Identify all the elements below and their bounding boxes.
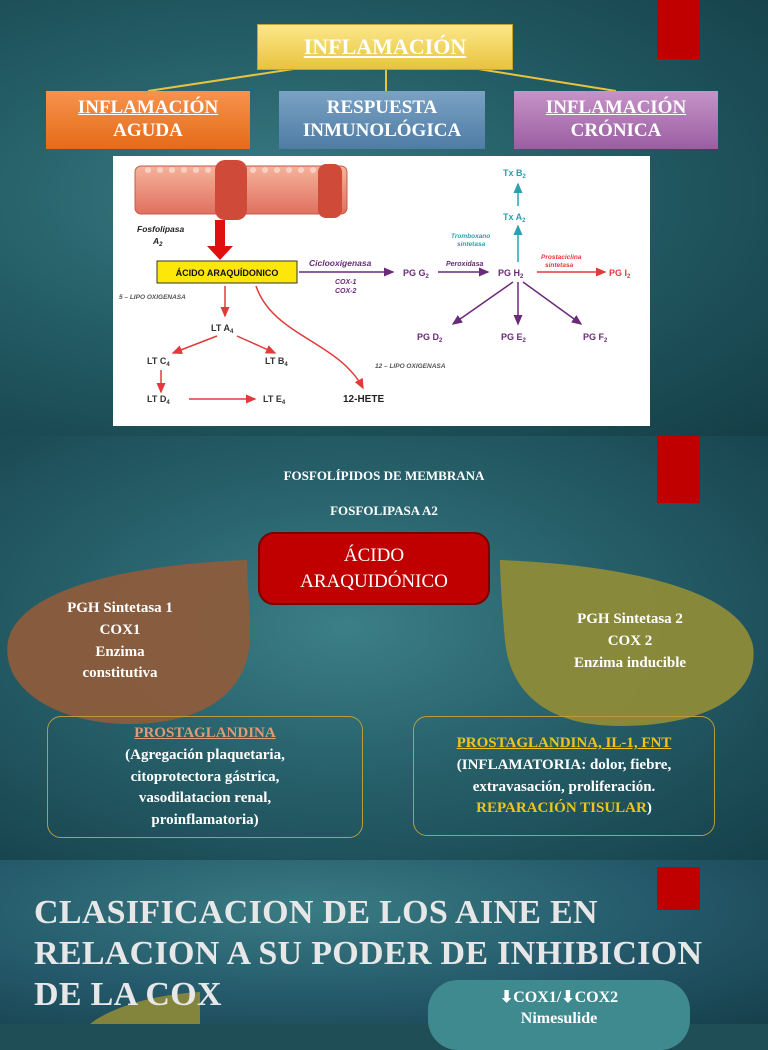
label-lta4: LT A4 <box>211 323 234 335</box>
label-tromboxano: Tromboxano <box>451 233 490 240</box>
label-pgg2: PG G2 <box>403 268 430 280</box>
cascade-diagram: Fosfolipasa A2 ÁCIDO ARAQUÍDONICO Cicloo… <box>113 156 650 426</box>
acido-box <box>156 260 298 284</box>
left-leaf-text: PGH Sintetasa 1 COX1 Enzima constitutiva <box>30 598 210 685</box>
label-txa2: Tx A2 <box>503 212 526 224</box>
cox-pill-line1: ⬇COX1/⬇COX2 <box>428 988 690 1009</box>
left-leaf <box>7 560 250 724</box>
right-prostaglandina-box: PROSTAGLANDINA, IL-1, FNT (INFLAMATORIA:… <box>413 716 715 836</box>
box-inflamacion-cronica: INFLAMACIÓN CRÓNICA <box>514 91 718 149</box>
box-line: INMUNOLÓGICA <box>302 120 462 141</box>
label-fosfolipasa: Fosfolipasa <box>137 224 185 234</box>
slide-acido-araquidonico: FOSFOLÍPIDOS DE MEMBRANA FOSFOLIPASA A2 … <box>0 436 768 860</box>
title-line: DE LA COX <box>34 975 222 1013</box>
leaf-shapes <box>7 560 754 726</box>
box-line: RESPUESTA <box>326 97 438 119</box>
label-pgi2: PG I2 <box>609 268 631 280</box>
leaf-line: Enzima <box>95 643 145 660</box>
label-pgh2: PG H2 <box>498 268 524 280</box>
right-box-heading: PROSTAGLANDINA, IL-1, FNT <box>456 735 672 751</box>
left-box-line: proinflamatoria) <box>151 812 259 828</box>
title-line: RELACION A SU PODER DE INHIBICION <box>34 934 703 972</box>
red-accent-tab <box>657 436 700 503</box>
label-acido: ÁCIDO ARAQUÍDONICO <box>176 268 279 278</box>
right-leaf-text: PGH Sintetasa 2 COX 2 Enzima inducible <box>545 609 715 674</box>
label-tromboxano-sintetasa: sintetasa <box>457 241 486 248</box>
red-accent-tab <box>657 867 700 910</box>
down-arrow-icon: ⬇ <box>561 989 575 1006</box>
closing-paren: ) <box>646 800 652 817</box>
label-pgf2: PG F2 <box>583 332 608 344</box>
fosfolipidos-label: FOSFOLÍPIDOS DE MEMBRANA <box>283 468 485 483</box>
label-peroxidasa: Peroxidasa <box>446 261 483 268</box>
inflamacion-title: INFLAMACIÓN <box>257 24 513 70</box>
left-prostaglandina-box: PROSTAGLANDINA (Agregación plaquetaria, … <box>47 716 363 838</box>
cox1-text: COX1/ <box>513 989 562 1006</box>
label-prostaciclina: Prostaciclina <box>541 254 582 261</box>
red-accent-tab <box>657 0 700 59</box>
label-12-hete: 12-HETE <box>343 394 384 405</box>
down-arrow-shaft <box>215 220 225 248</box>
left-box-heading: PROSTAGLANDINA <box>134 725 276 741</box>
cox2-text: COX2 <box>574 989 619 1006</box>
org-connectors <box>147 67 617 92</box>
cox-inhibition-pill: ⬇COX1/⬇COX2 Nimesulide <box>428 980 690 1050</box>
right-leaf <box>500 560 754 726</box>
right-box-line: (INFLAMATORIA: dolor, fiebre, <box>456 756 672 773</box>
cascade-svg: Fosfolipasa A2 ÁCIDO ARAQUÍDONICO Cicloo… <box>119 160 631 406</box>
slide3-decor <box>90 992 200 1024</box>
label-fosfolipasa-a: A2 <box>152 236 163 248</box>
label-ltc4: LT C4 <box>147 356 170 368</box>
label-pgd2: PG D2 <box>417 332 443 344</box>
slide-inflamacion: INFLAMACIÓN INFLAMACIÓN AGUDA RESPUESTA … <box>0 0 768 436</box>
left-box-line: (Agregación plaquetaria, <box>125 746 285 763</box>
acido-line: ÁCIDO <box>343 544 405 566</box>
leaf-line: Enzima inducible <box>573 654 687 671</box>
reparacion-tisular: REPARACIÓN TISULAR <box>476 800 647 817</box>
right-box-last: REPARACIÓN TISULAR) <box>414 798 714 820</box>
label-ciclooxigenasa: Ciclooxigenasa <box>309 258 372 268</box>
box-line: CRÓNICA <box>570 120 662 141</box>
left-box-line: vasodilatacion renal, <box>138 790 272 807</box>
leaf-line: COX1 <box>99 621 141 638</box>
label-lte4: LT E4 <box>263 394 286 406</box>
label-cox1: COX-1 <box>335 279 357 286</box>
membrane-illustration <box>134 160 348 220</box>
leaf-line: constitutiva <box>82 665 158 682</box>
box-inflamacion-aguda: INFLAMACIÓN AGUDA <box>46 91 250 149</box>
label-prostaciclina-sintetasa: sintetasa <box>545 262 574 269</box>
acido-araquidonico-box: ÁCIDO ARAQUIDÓNICO <box>258 532 490 605</box>
down-arrow-icon: ⬇ <box>499 989 514 1006</box>
label-txb2: Tx B2 <box>503 168 527 180</box>
box-respuesta-inmunologica: RESPUESTA INMUNOLÓGICA <box>279 91 485 149</box>
leaf-line: PGH Sintetasa 1 <box>67 600 173 616</box>
left-box-line: citoprotectora gástrica, <box>130 768 280 785</box>
box-line: INFLAMACIÓN <box>545 97 687 119</box>
nimesulide-text: Nimesulide <box>520 1009 598 1027</box>
leaf-line: PGH Sintetasa 2 <box>577 611 683 627</box>
clasificacion-title: CLASIFICACION DE LOS AINE EN RELACION A … <box>34 893 714 1015</box>
leaf-line: COX 2 <box>607 632 653 649</box>
box-line: INFLAMACIÓN <box>77 97 219 119</box>
label-cox2: COX-2 <box>335 288 357 295</box>
acido-line: ARAQUIDÓNICO <box>300 570 448 592</box>
title-line: CLASIFICACION DE LOS AINE EN <box>34 894 598 931</box>
label-5-lipo: 5 – LIPO OXIGENASA <box>119 294 186 301</box>
bottom-leaf <box>90 992 200 1024</box>
label-pge2: PG E2 <box>501 332 527 344</box>
box-line: AGUDA <box>113 120 183 141</box>
fosfolipasa-label: FOSFOLIPASA A2 <box>330 503 438 518</box>
label-ltd4: LT D4 <box>147 394 170 406</box>
down-arrow-head <box>207 246 233 260</box>
label-12-lipo: 12 – LIPO OXIGENASA <box>375 363 446 370</box>
label-ltb4: LT B4 <box>265 356 288 368</box>
right-box-line: extravasación, proliferación. <box>472 778 656 795</box>
